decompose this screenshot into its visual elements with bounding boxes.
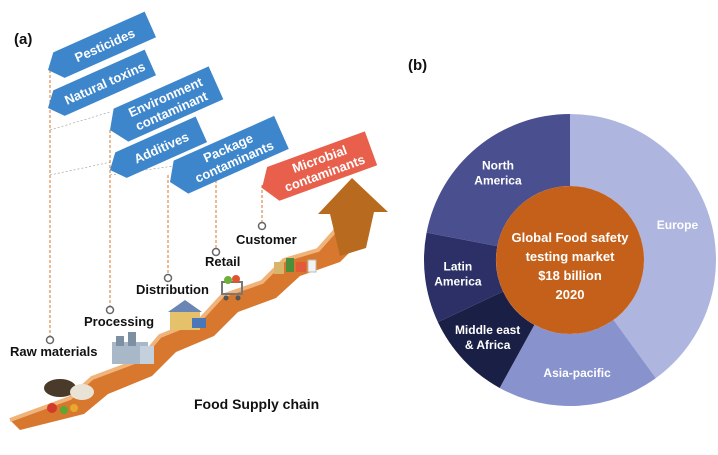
center-line-2: testing market: [526, 249, 616, 264]
center-line-3: $18 billion: [538, 268, 602, 283]
donut-center: Global Food safety testing market $18 bi…: [496, 186, 644, 334]
stage-dots: [45, 221, 267, 345]
processing-factory-icon: [112, 332, 154, 364]
center-line-4: 2020: [556, 287, 585, 302]
leader-lines: [49, 70, 263, 340]
donut-slice-north-america: [426, 114, 570, 247]
donut-slice-asia-pacific: [499, 319, 656, 406]
stage-processing: Processing: [84, 314, 154, 329]
tag-shape: [48, 11, 157, 78]
tag-shape: [170, 115, 289, 194]
donut-slice-latin-america: [424, 232, 504, 323]
donut-slice-middle-east-africa: [437, 291, 535, 388]
donut-slice-europe: [570, 114, 716, 379]
raw-materials-icon: [44, 379, 94, 414]
panel-b-label: (b): [408, 57, 427, 74]
tag-shape: [262, 131, 378, 201]
stage-distribution: Distribution: [136, 282, 209, 297]
stage-retail: Retail: [205, 254, 240, 269]
distribution-warehouse-icon: [168, 300, 206, 330]
donut-label-europe: Europe: [657, 218, 699, 232]
donut-label-middle-east-africa: Middle east& Africa: [455, 323, 520, 352]
stage-customer: Customer: [236, 232, 297, 247]
stairs-top-edge: [9, 212, 347, 422]
customer-groceries-icon: [274, 258, 317, 274]
supply-chain-staircase: [9, 178, 388, 430]
center-line-1: Global Food safety: [511, 230, 629, 245]
tag-shape: [48, 49, 157, 116]
stage-raw-materials: Raw materials: [10, 344, 97, 359]
tag-shape: [110, 66, 224, 142]
center-circle: [496, 186, 644, 334]
growth-arrow: [318, 178, 388, 256]
donut-label-asia-pacific: Asia-pacific: [543, 366, 611, 380]
tag-shape: [110, 116, 208, 178]
panel-a-label: (a): [14, 31, 32, 48]
retail-cart-icon: [221, 275, 243, 301]
food-supply-chain-label: Food Supply chain: [194, 396, 319, 412]
